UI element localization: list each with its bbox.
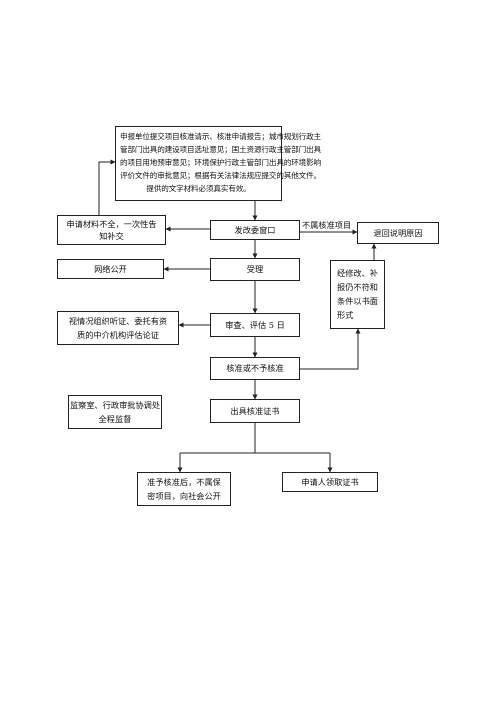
requirements-line-2: 管部门出具的建设项目选址意见；国土资源行政主管部门出具 — [120, 145, 321, 154]
accept-box: 受理 — [210, 258, 300, 281]
certificate-box: 出具核准证书 — [210, 399, 300, 423]
modification-line-2: 报仍不符和 — [337, 282, 378, 292]
incomplete-line-2: 知补交 — [99, 231, 124, 241]
collect-certificate-label: 申请人领取证书 — [301, 476, 359, 487]
requirements-line-1: 申报单位提交项目核准请示、核准申请报告；城市规划行政主 — [120, 132, 321, 141]
incomplete-line-1: 申请材料不全，一次性告 — [66, 219, 157, 229]
hearing-evaluation-box: 视情况组织听证、委托有资 质的中介机构评估论证 — [57, 311, 179, 345]
modification-box: 经修改、补 报仍不符和 条件以书面 形式 — [330, 260, 385, 329]
modification-line-3: 条件以书面 — [337, 296, 378, 306]
online-disclosure-box: 网络公开 — [57, 259, 164, 279]
decision-label: 核准或不予核准 — [226, 363, 284, 373]
return-reason-label: 退回说明原因 — [373, 227, 423, 238]
public-line-2: 密项目，向社会公开 — [147, 491, 221, 501]
window-label: 发改委窗口 — [234, 224, 276, 235]
collect-certificate-box: 申请人领取证书 — [282, 472, 378, 492]
modification-line-1: 经修改、补 — [337, 268, 378, 278]
supervision-box: 监察室、行政审批协调处 全程监督 — [68, 395, 162, 429]
certificate-label: 出具核准证书 — [230, 405, 280, 416]
requirements-line-3: 的项目用地预审意见；环境保护行政主管部门出具的环境影响 — [120, 158, 321, 167]
return-reason-box: 退回说明原因 — [357, 222, 439, 244]
review-box: 审查、评估 5 日 — [210, 313, 300, 337]
submission-requirements-box: 申报单位提交项目核准请示、核准申请报告；城市规划行政主 管部门出具的建设项目选址… — [115, 126, 321, 201]
review-label: 审查、评估 5 日 — [225, 319, 285, 330]
decision-box: 核准或不予核准 — [210, 357, 300, 380]
online-disclosure-label: 网络公开 — [94, 263, 127, 274]
requirements-line-5: 提供的文字材料必须真实有效。 — [146, 184, 251, 193]
window-box: 发改委窗口 — [210, 220, 300, 240]
requirements-line-4: 评价文件的审批意见；根据有关法律法规应提交的其他文件。 — [120, 171, 321, 180]
not-approval-project-label: 不属核准项目 — [302, 220, 352, 230]
arrow-decision-to-modify — [300, 328, 361, 370]
supervision-line-1: 监察室、行政审批协调处 — [69, 400, 161, 410]
public-line-1: 准予核准后，不属保 — [147, 477, 221, 487]
hearing-line-2: 质的中介机构评估论证 — [77, 330, 159, 340]
modification-line-4: 形式 — [337, 310, 354, 320]
accept-label: 受理 — [246, 264, 264, 274]
supervision-line-2: 全程监督 — [98, 414, 132, 424]
public-disclosure-box: 准予核准后，不属保 密项目，向社会公开 — [137, 472, 231, 506]
arrow-incomplete-to-top — [98, 159, 116, 215]
hearing-line-1: 视情况组织听证、委托有资 — [68, 316, 168, 326]
incomplete-materials-box: 申请材料不全，一次性告 知补交 — [57, 215, 166, 245]
